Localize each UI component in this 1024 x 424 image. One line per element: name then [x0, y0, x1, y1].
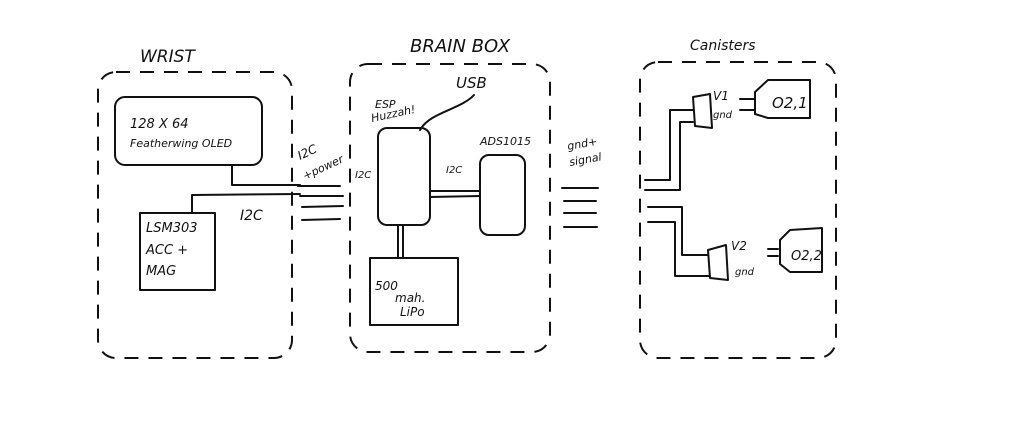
battery-label-2: mah. [395, 291, 425, 305]
oled-label-1: 128 X 64 [130, 117, 189, 132]
esp-label-1: ESP [375, 98, 396, 111]
esp-huzzah-box [377, 127, 431, 226]
esp-i2c-label: I2C [355, 170, 371, 181]
lsm303-label-3: MAG [146, 264, 176, 279]
regulator-1 [692, 93, 713, 129]
link-label-1: I2C [295, 142, 319, 163]
lsm303-label-1: LSM303 [146, 221, 198, 236]
ads1015-label: ADS1015 [479, 135, 531, 148]
ads-i2c-label: I2C [446, 165, 462, 176]
battery-label-1: 500 [375, 279, 398, 293]
wrist-brain-link: I2C +power [295, 142, 347, 221]
ads1015-box [479, 154, 526, 236]
wrist-group: WRIST 128 X 64 Featherwing OLED LSM303 A… [97, 47, 301, 359]
wrist-i2c-label: I2C [240, 208, 263, 224]
canisters-group: Canisters V1 gnd O2,1 V2 gnd O2,2 [639, 38, 837, 359]
brainbox-boundary [349, 63, 551, 353]
output-label-2: signal [568, 151, 602, 169]
battery-label-3: LiPo [400, 305, 425, 319]
lipo-battery-box [369, 257, 459, 326]
usb-cable [419, 94, 475, 131]
wrist-boundary [97, 71, 293, 359]
reg1-label: V1 [713, 89, 729, 103]
lsm-wire [191, 193, 301, 214]
regulator-2 [707, 244, 729, 281]
brainbox-title: BRAIN BOX [410, 36, 511, 57]
canisters-title: Canisters [690, 38, 756, 54]
lsm303-label-2: ACC + [145, 243, 188, 258]
output-label-1: gnd+ [566, 135, 598, 153]
wrist-title: WRIST [140, 47, 196, 67]
brainbox-group: BRAIN BOX ESP Huzzah! USB I2C ADS1015 I2… [349, 36, 603, 353]
oled-box [114, 96, 263, 166]
o2-sensor-1-label: O2,1 [772, 94, 808, 112]
gnd2-label: gnd [735, 267, 755, 278]
reg2-label: V2 [731, 239, 747, 253]
usb-label: USB [456, 74, 487, 92]
gnd1-label: gnd [713, 110, 733, 121]
oled-label-2: Featherwing OLED [130, 137, 232, 150]
o2-sensor-2 [779, 227, 823, 273]
lsm303-box [139, 212, 216, 291]
o2-sensor-2-label: O2,2 [791, 249, 822, 264]
oled-wire [231, 164, 301, 186]
o2-sensor-1 [754, 79, 811, 119]
canisters-boundary [639, 61, 837, 359]
